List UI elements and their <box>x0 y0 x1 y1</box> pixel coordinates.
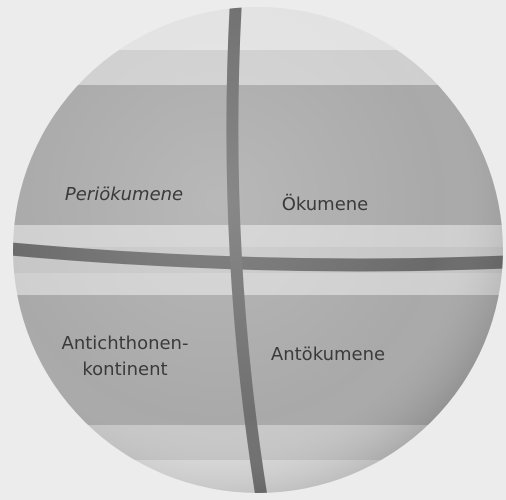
sphere-shading <box>13 7 503 493</box>
label-antokumene: Antökumene <box>271 344 385 365</box>
label-antichthonen-line1: Antichthonen- <box>62 333 189 354</box>
label-okumene: Ökumene <box>282 193 369 215</box>
label-periokumene: Periökumene <box>65 184 183 205</box>
label-antichthonen-line2: kontinent <box>82 359 167 380</box>
